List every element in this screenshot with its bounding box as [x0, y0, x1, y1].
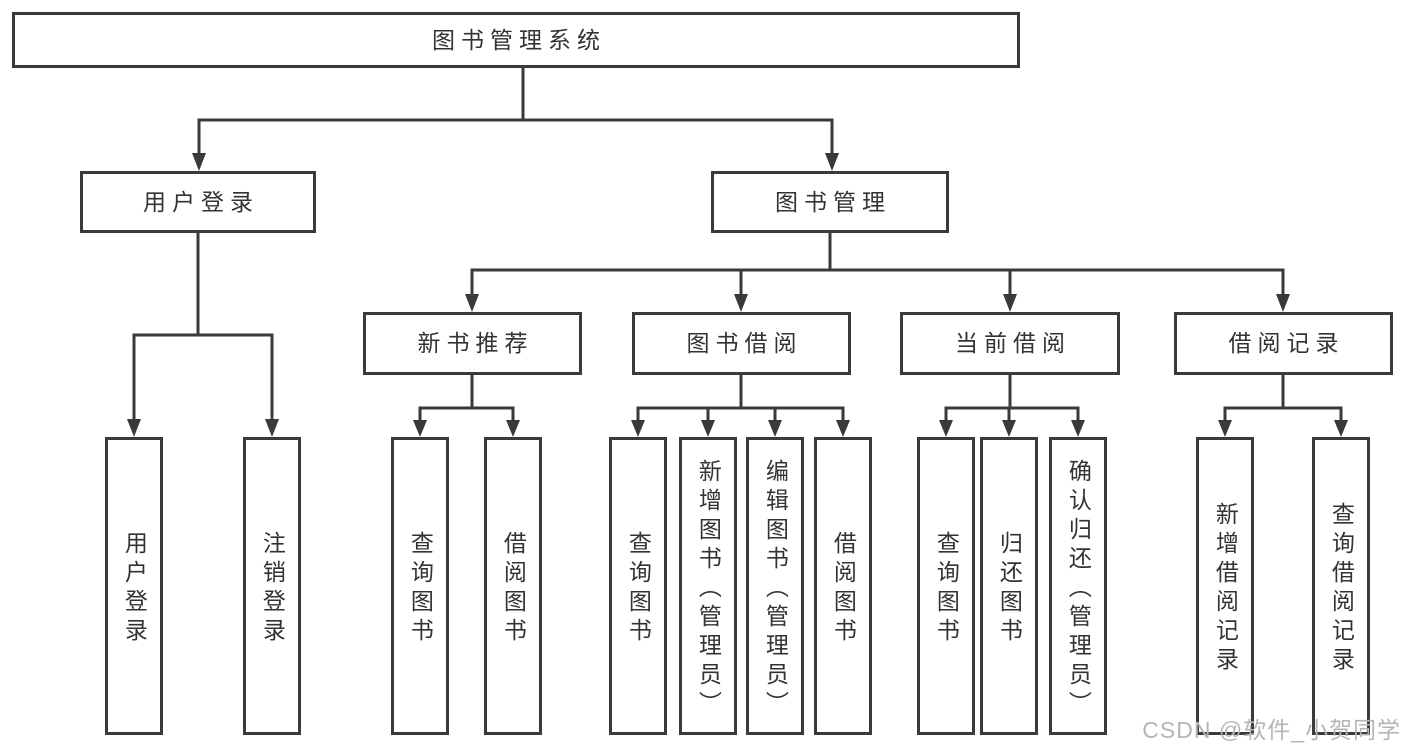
leaf-edit-books-admin: 编辑图书（管理员） [746, 437, 804, 735]
leaf-label: 确认归还（管理员） [1065, 458, 1092, 720]
node-label: 图书管理 [775, 188, 891, 215]
leaf-query-books-recommend: 查询图书 [391, 437, 449, 735]
leaf-label: 用户登录 [121, 531, 148, 647]
leaf-label: 查询图书 [407, 531, 434, 647]
node-book-borrowing: 图书借阅 [632, 312, 851, 375]
leaf-label: 查询借阅记录 [1328, 502, 1355, 676]
leaf-borrow-books-recommend: 借阅图书 [484, 437, 542, 735]
node-label: 用户登录 [143, 188, 259, 215]
node-current-borrowing: 当前借阅 [900, 312, 1120, 375]
leaf-label: 借阅图书 [830, 531, 857, 647]
leaf-label: 新增借阅记录 [1212, 502, 1239, 676]
leaf-query-books-borrowing: 查询图书 [609, 437, 667, 735]
node-library-management-system: 图书管理系统 [12, 12, 1020, 68]
leaf-borrow-books-borrowing: 借阅图书 [814, 437, 872, 735]
leaf-add-borrow-record: 新增借阅记录 [1196, 437, 1254, 735]
leaf-query-books-current: 查询图书 [917, 437, 975, 735]
leaf-label: 查询图书 [933, 531, 960, 647]
leaf-logout: 注销登录 [243, 437, 301, 735]
node-label: 新书推荐 [417, 330, 534, 357]
leaf-label: 编辑图书（管理员） [762, 458, 789, 720]
leaf-return-books: 归还图书 [980, 437, 1038, 735]
leaf-label: 查询图书 [625, 531, 652, 647]
leaf-add-books-admin: 新增图书（管理员） [679, 437, 737, 735]
node-label: 借阅记录 [1228, 330, 1345, 357]
leaf-confirm-return-admin: 确认归还（管理员） [1049, 437, 1107, 735]
leaf-user-login: 用户登录 [105, 437, 163, 735]
leaf-label: 借阅图书 [500, 531, 527, 647]
node-label: 当前借阅 [955, 330, 1071, 357]
node-user-login: 用户登录 [80, 171, 316, 233]
leaf-label: 新增图书（管理员） [695, 458, 722, 720]
leaf-query-borrow-record: 查询借阅记录 [1312, 437, 1370, 735]
node-new-book-recommendation: 新书推荐 [363, 312, 582, 375]
node-label: 图书管理系统 [432, 26, 606, 53]
node-book-management: 图书管理 [711, 171, 949, 233]
leaf-label: 注销登录 [259, 531, 286, 647]
node-borrowing-records: 借阅记录 [1174, 312, 1393, 375]
node-label: 图书借阅 [686, 330, 803, 357]
leaf-label: 归还图书 [996, 531, 1023, 647]
